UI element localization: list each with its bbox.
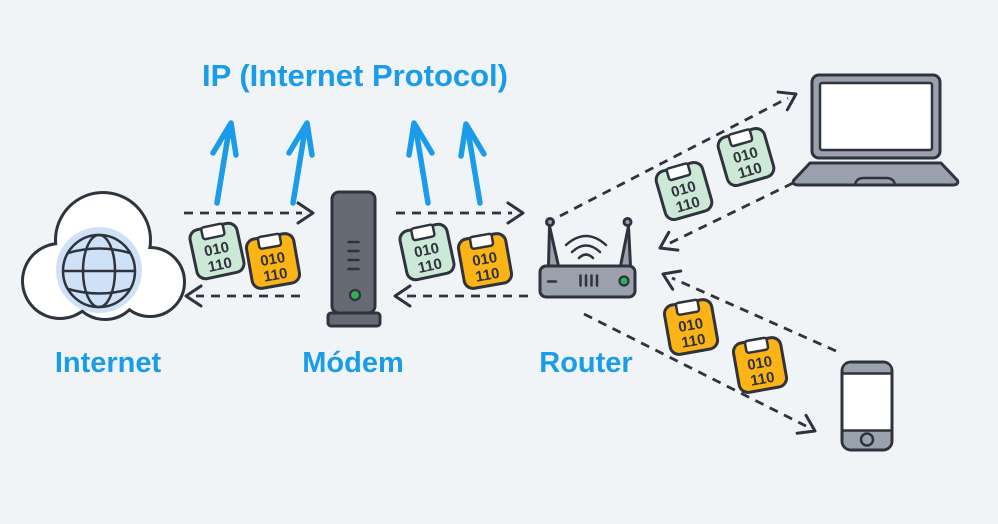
cloud-globe-icon: [21, 191, 186, 321]
data-packet-orange-icon: 010 110: [244, 232, 302, 290]
data-packet-green-icon: 010 110: [188, 221, 246, 281]
smartphone-icon: [840, 360, 894, 452]
arrow-router-to-laptop: [559, 90, 798, 218]
data-packet-green-icon: 010 110: [398, 222, 456, 282]
diagram-title: IP (Internet Protocol): [202, 58, 508, 93]
data-packet-orange-icon: 010 110: [456, 232, 514, 290]
data-packet-orange-icon: 010 110: [731, 336, 789, 394]
home-button-icon: [859, 432, 875, 447]
blue-up-arrow-icon: [210, 120, 239, 206]
svg-text:010: 010: [413, 240, 441, 262]
svg-text:110: 110: [674, 193, 702, 216]
modem-led: [348, 288, 362, 302]
blue-up-arrow-icon: [286, 120, 315, 206]
wifi-router-icon: [538, 217, 637, 299]
globe-icon: [56, 227, 142, 313]
router-led: [618, 275, 630, 287]
svg-text:010: 010: [259, 249, 287, 270]
laptop-icon: [791, 73, 960, 187]
router-antenna-right: [619, 224, 632, 268]
svg-text:110: 110: [474, 265, 501, 286]
modem-vents: [347, 240, 360, 271]
svg-text:110: 110: [416, 255, 443, 277]
router-antenna-left: [547, 224, 560, 268]
data-packet-green-icon: 010 110: [654, 160, 714, 222]
data-packet-green-icon: 010 110: [716, 126, 776, 188]
internet-label: Internet: [55, 347, 162, 379]
arrow-modem-to-internet: [184, 284, 300, 308]
wifi-waves-icon: [564, 234, 608, 260]
data-packet-orange-icon: 010 110: [662, 298, 720, 356]
svg-text:110: 110: [262, 265, 289, 286]
modem-label: Módem: [302, 347, 404, 379]
modem-icon: [326, 190, 382, 328]
svg-text:010: 010: [203, 239, 231, 261]
blue-up-arrow-icon: [458, 121, 487, 206]
blue-up-arrow-icon: [406, 120, 435, 206]
svg-text:110: 110: [736, 159, 764, 182]
arrow-laptop-to-router: [658, 181, 794, 252]
arrow-modem-to-router: [396, 201, 525, 225]
svg-text:010: 010: [471, 249, 499, 270]
arrow-router-to-phone: [583, 312, 817, 435]
svg-text:010: 010: [669, 178, 698, 201]
router-label: Router: [539, 347, 632, 379]
svg-text:010: 010: [677, 315, 705, 336]
arrow-phone-to-router: [661, 269, 837, 353]
svg-text:010: 010: [746, 353, 774, 374]
arrow-router-to-modem: [393, 284, 528, 308]
svg-text:110: 110: [749, 369, 776, 390]
svg-text:110: 110: [680, 331, 707, 352]
router-status-bars: [579, 274, 599, 287]
arrow-internet-to-modem: [184, 201, 315, 225]
svg-text:010: 010: [731, 144, 760, 167]
svg-text:110: 110: [206, 254, 233, 276]
